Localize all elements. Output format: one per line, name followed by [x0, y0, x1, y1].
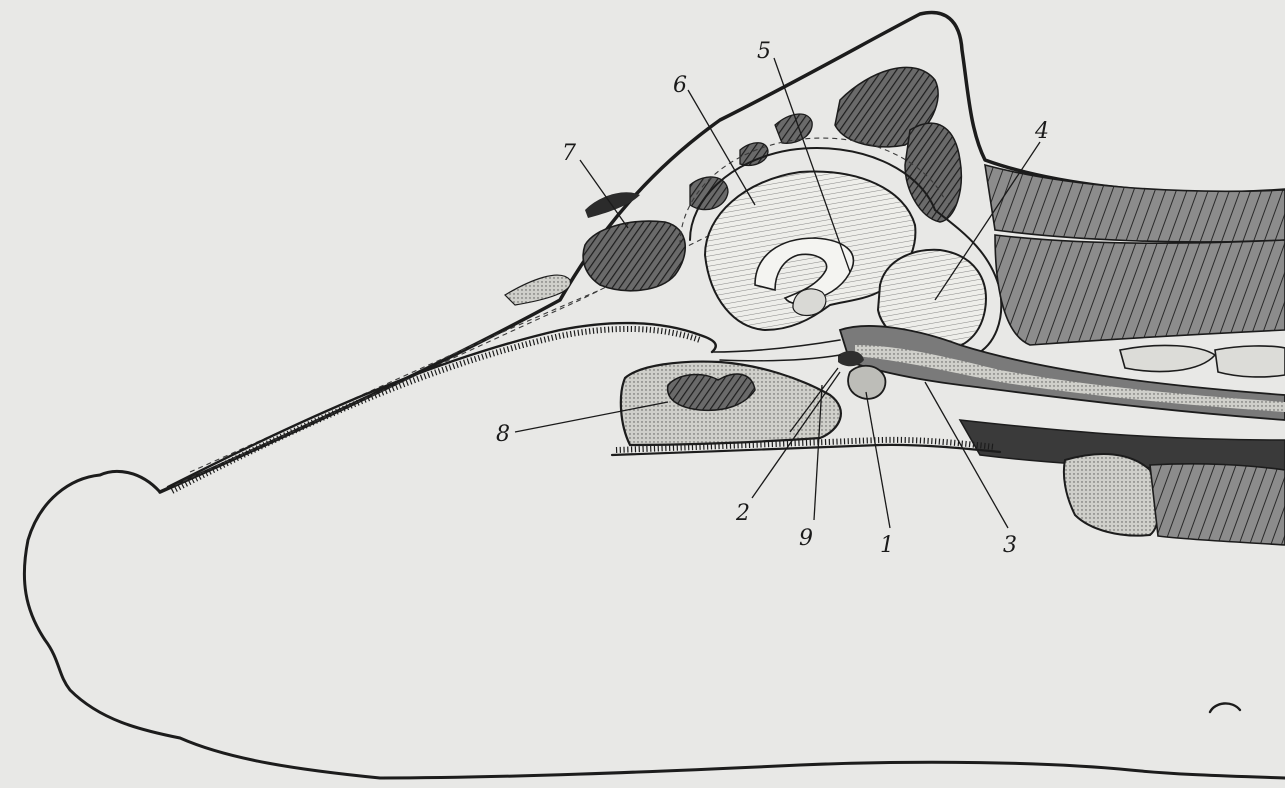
label-6: 6 [673, 73, 687, 98]
label-8: 8 [496, 422, 510, 447]
label-9: 9 [799, 526, 813, 551]
label-4: 4 [1034, 119, 1049, 144]
label-3: 3 [1003, 533, 1017, 558]
label-5: 5 [757, 39, 771, 64]
trachea-rings [1150, 464, 1285, 545]
label-2: 2 [735, 501, 750, 526]
label-1: 1 [880, 533, 894, 558]
vertebra-right [1215, 346, 1285, 377]
label-7: 7 [562, 141, 576, 166]
neck-muscle-lower [995, 235, 1285, 345]
